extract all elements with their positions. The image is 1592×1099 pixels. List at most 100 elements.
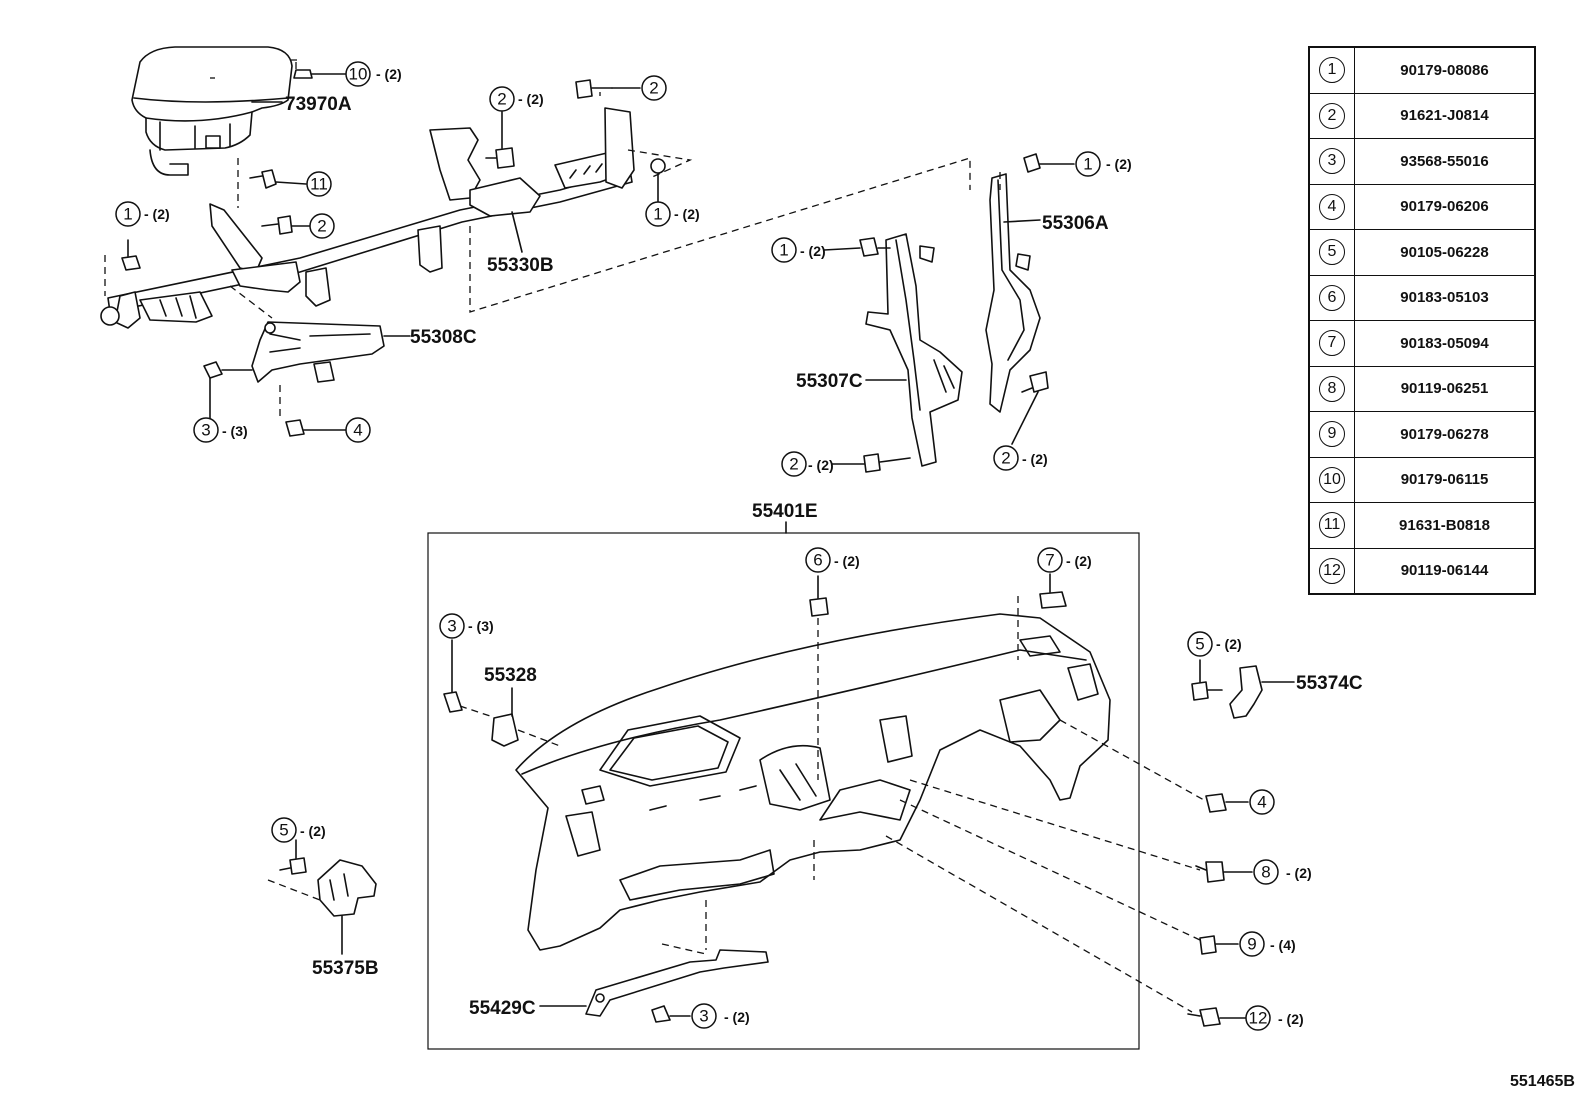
table-part-number: 90119-06144 — [1354, 547, 1536, 595]
table-part-number: 90183-05103 — [1354, 274, 1536, 321]
table-key: 12 — [1319, 557, 1345, 584]
bolt-11 — [249, 169, 277, 189]
svg-text:2: 2 — [1001, 449, 1010, 468]
nut-4-panel — [1205, 793, 1227, 813]
callout-3-55429C: 3 — [691, 1003, 717, 1029]
bracket-55374C — [1229, 665, 1263, 719]
qty-2-beam-b: - (2) — [518, 91, 544, 107]
instrument-panel-55401E — [515, 613, 1111, 951]
table-part-number: 90105-06228 — [1354, 229, 1536, 276]
bolt-2-c — [575, 79, 613, 99]
table-part-number: 91621-J0814 — [1354, 92, 1536, 139]
callout-4-panel: 4 — [1249, 789, 1275, 815]
table-key: 1 — [1319, 57, 1345, 84]
svg-text:12: 12 — [1249, 1009, 1268, 1028]
label-55375B: 55375B — [312, 958, 379, 979]
label-55330B: 55330B — [487, 255, 554, 276]
callout-5-55375B: 5 — [271, 817, 297, 843]
table-row: 11 91631-B0818 — [1308, 502, 1536, 549]
nut-3-55429C — [651, 1005, 671, 1023]
callout-3-panel: 3 — [439, 613, 465, 639]
table-part-number: 90179-06115 — [1354, 456, 1536, 503]
bracket-55306A — [985, 173, 1041, 413]
bolt-5-55375B — [279, 857, 307, 875]
svg-text:8: 8 — [1261, 863, 1270, 882]
bolt-1-55307C — [859, 237, 891, 257]
svg-text:3: 3 — [201, 421, 210, 440]
svg-text:2: 2 — [497, 90, 506, 109]
callout-1-55307C: 1 — [771, 237, 797, 263]
bolt-8 — [1195, 861, 1225, 883]
table-row: 12 90119-06144 — [1308, 547, 1536, 595]
qty-2-55307C: - (2) — [808, 457, 834, 473]
table-row: 3 93568-55016 — [1308, 138, 1536, 185]
table-row: 1 90179-08086 — [1308, 46, 1536, 94]
svg-text:11: 11 — [310, 175, 328, 194]
table-part-number: 91631-B0818 — [1354, 502, 1536, 549]
qty-12-panel: - (2) — [1278, 1011, 1304, 1027]
label-55328: 55328 — [484, 665, 537, 686]
svg-text:1: 1 — [1083, 155, 1092, 174]
qty-1-beam-right: - (2) — [674, 206, 700, 222]
table-row: 8 90119-06251 — [1308, 365, 1536, 412]
callout-6-panel: 6 — [805, 547, 831, 573]
table-part-number: 90119-06251 — [1354, 365, 1536, 412]
nut-1-right — [650, 158, 666, 174]
bolt-1-55306A — [1023, 153, 1041, 173]
callout-1-beam-left: 1 — [115, 201, 141, 227]
callout-8-panel: 8 — [1253, 859, 1279, 885]
callout-9-panel: 9 — [1239, 931, 1265, 957]
table-key: 2 — [1319, 102, 1345, 129]
callout-2-55307C: 2 — [781, 451, 807, 477]
callout-2-beam-b: 2 — [489, 86, 515, 112]
bolt-2-a — [261, 215, 293, 235]
callout-1-55306A: 1 — [1075, 151, 1101, 177]
clip-9 — [1199, 935, 1217, 955]
table-part-number: 90179-06206 — [1354, 183, 1536, 230]
label-55401E: 55401E — [752, 501, 818, 522]
qty-1-55307C: - (2) — [800, 243, 826, 259]
qty-3-brace: - (3) — [222, 423, 248, 439]
clip-6 — [809, 597, 829, 617]
callout-2-beam-c: 2 — [641, 75, 667, 101]
table-key: 8 — [1319, 375, 1345, 402]
qty-1-55306A: - (2) — [1106, 156, 1132, 172]
svg-text:10: 10 — [349, 65, 368, 84]
qty-8-panel: - (2) — [1286, 865, 1312, 881]
dash-55330B — [469, 157, 971, 313]
svg-text:5: 5 — [1195, 635, 1204, 654]
label-55307C: 55307C — [796, 371, 863, 392]
table-key: 3 — [1319, 148, 1345, 175]
callout-10-top: 10 — [345, 61, 371, 87]
svg-text:4: 4 — [1257, 793, 1266, 812]
airbag-module-73970A — [131, 46, 293, 176]
svg-text:3: 3 — [447, 617, 456, 636]
bolt-3-panel — [443, 691, 463, 713]
callout-1-beam-right: 1 — [645, 201, 671, 227]
dash-1-right — [627, 149, 693, 179]
table-part-number: 93568-55016 — [1354, 138, 1536, 185]
callout-3-brace: 3 — [193, 417, 219, 443]
table-key: 11 — [1319, 512, 1345, 539]
table-part-number: 90183-05094 — [1354, 320, 1536, 367]
qty-10-top: - (2) — [376, 66, 402, 82]
fastener-clip-10 — [293, 69, 313, 79]
label-73970A: 73970A — [285, 94, 352, 115]
table-part-number: 90179-08086 — [1354, 46, 1536, 94]
bolt-2-55306A — [1021, 371, 1049, 393]
label-55374C: 55374C — [1296, 673, 1363, 694]
svg-text:7: 7 — [1045, 551, 1054, 570]
svg-text:3: 3 — [699, 1007, 708, 1026]
nut-1-left — [121, 255, 141, 271]
table-key: 6 — [1319, 284, 1345, 311]
svg-text:2: 2 — [317, 217, 326, 236]
table-key: 10 — [1319, 466, 1345, 493]
label-55306A: 55306A — [1042, 213, 1109, 234]
table-row: 2 91621-J0814 — [1308, 92, 1536, 139]
clip-7 — [1039, 591, 1067, 609]
svg-text:1: 1 — [653, 205, 662, 224]
